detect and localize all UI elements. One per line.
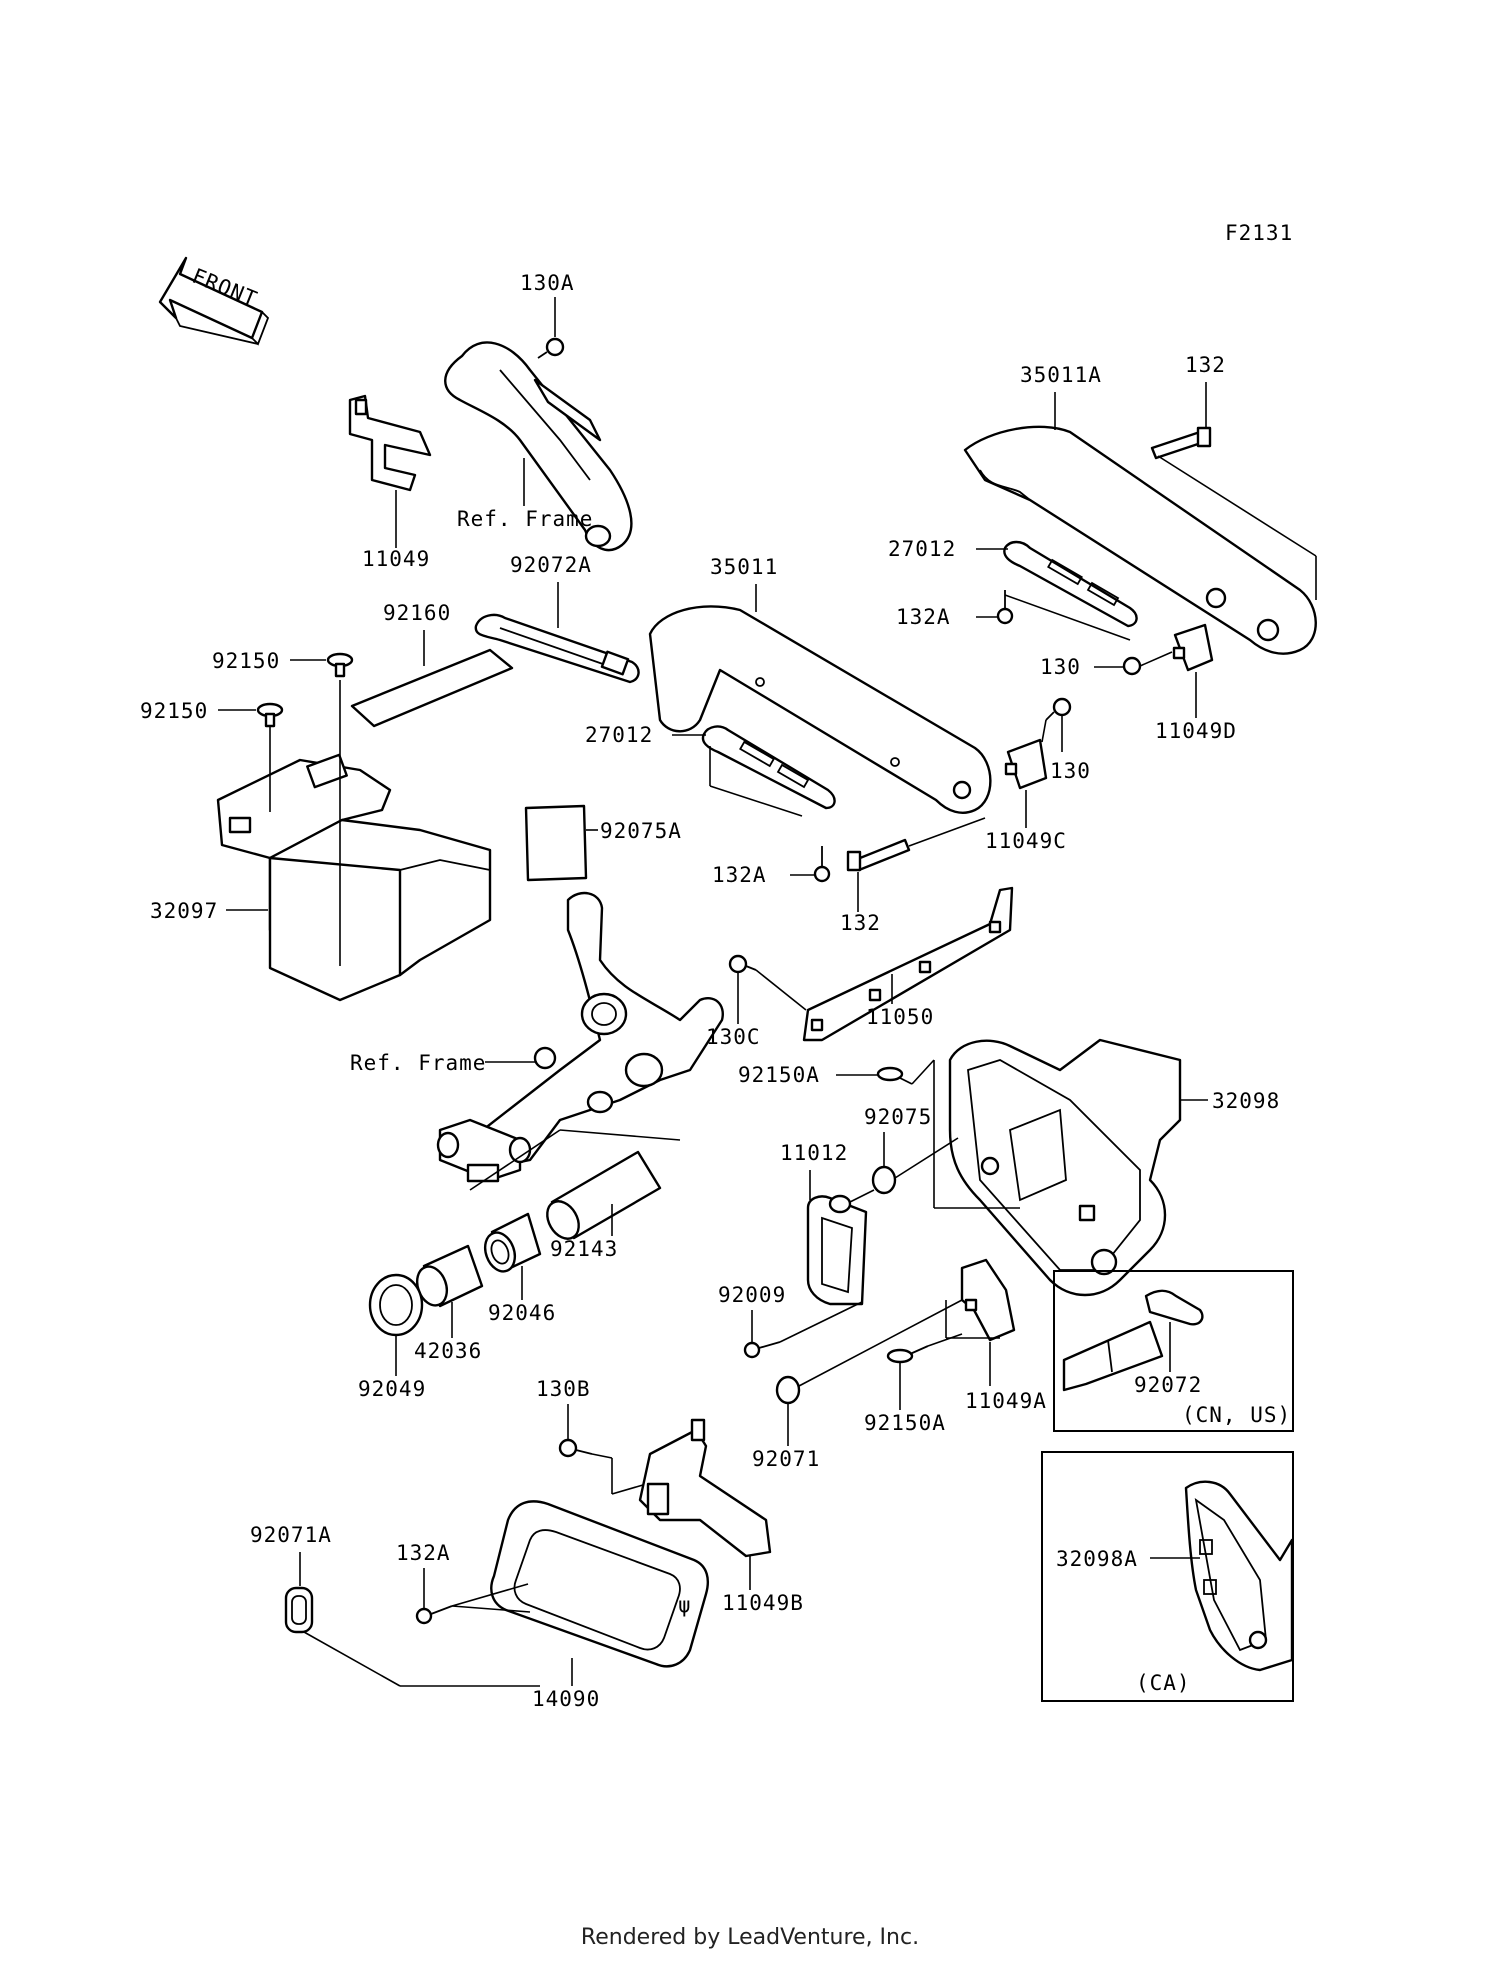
part-label: 92160 xyxy=(383,601,451,625)
bolt-92150A-bottom xyxy=(886,1345,929,1364)
box-32097 xyxy=(216,753,492,1002)
bolt-130A xyxy=(537,337,565,359)
part-label: 11049B xyxy=(722,1591,804,1615)
figure-code: F2131 xyxy=(1225,221,1293,245)
guide-27012-mid xyxy=(701,725,836,810)
bolt-92150-lower xyxy=(256,702,284,728)
part-label: 130A xyxy=(520,271,575,295)
part-label: 92071 xyxy=(752,1447,820,1471)
pad-92160 xyxy=(350,648,514,728)
tube-92143 xyxy=(546,1150,662,1240)
part-label: 11050 xyxy=(866,1005,934,1029)
front-arrow-icon: FRONT xyxy=(158,256,270,346)
part-label: 32098A xyxy=(1056,1547,1138,1571)
bolt-130-right xyxy=(1122,656,1142,676)
part-label: 132A xyxy=(712,863,767,887)
reflector-92071A xyxy=(284,1586,314,1634)
screw-92009 xyxy=(743,1341,781,1359)
part-label: 92009 xyxy=(718,1283,786,1307)
grommet-92075 xyxy=(871,1165,897,1195)
part-label: 132A xyxy=(896,605,951,629)
frame-tube-top xyxy=(444,341,633,552)
guide-27012-top xyxy=(1003,540,1138,628)
frame-casting xyxy=(436,891,724,1183)
cover-32098 xyxy=(948,1038,1182,1297)
part-label: 130 xyxy=(1050,759,1091,783)
bolt-130C xyxy=(728,954,757,974)
part-label: 130C xyxy=(706,1025,761,1049)
part-label: 92143 xyxy=(550,1237,618,1261)
bolt-132A-bottom xyxy=(415,1605,453,1625)
part-label: 11049 xyxy=(362,547,430,571)
variant-note-ca: (CA) xyxy=(1136,1671,1191,1695)
bolt-132-mid xyxy=(846,838,911,872)
cover-32098A xyxy=(1184,1480,1294,1672)
part-label: 92046 xyxy=(488,1301,556,1325)
part-label: 92075A xyxy=(600,819,682,843)
bracket-11049B xyxy=(638,1418,772,1558)
part-label: 132A xyxy=(396,1541,451,1565)
variant-note-cn-us: (CN, US) xyxy=(1182,1403,1291,1427)
part-label: 11012 xyxy=(780,1141,848,1165)
housing-14090: ψ xyxy=(490,1500,709,1668)
bracket-11049D xyxy=(1172,623,1214,672)
seal-92049 xyxy=(368,1273,424,1337)
part-label: 92150 xyxy=(140,699,208,723)
bolt-132A-top xyxy=(996,590,1014,625)
bolt-130B xyxy=(558,1438,593,1458)
part-label: 35011 xyxy=(710,555,778,579)
bolt-132-top xyxy=(1150,426,1212,460)
part-label: 132 xyxy=(1185,353,1226,377)
strap-92072 xyxy=(1062,1289,1204,1392)
plug-92071 xyxy=(775,1375,801,1405)
part-label: Ref. Frame xyxy=(350,1051,486,1075)
part-label: 92150A xyxy=(864,1411,946,1435)
part-label: 92071A xyxy=(250,1523,332,1547)
part-label: 92072A xyxy=(510,553,592,577)
part-label: 11049D xyxy=(1155,719,1237,743)
part-label: 132 xyxy=(840,911,881,935)
part-label: 11049C xyxy=(985,829,1067,853)
variant-box-cn-us xyxy=(1053,1270,1294,1432)
part-label: 42036 xyxy=(414,1339,482,1363)
sheet-92075A xyxy=(524,804,588,882)
bolt-130-mid xyxy=(1045,697,1072,721)
bolt-132A-mid xyxy=(813,846,831,883)
footer-credit: Rendered by LeadVenture, Inc. xyxy=(580,1925,920,1950)
reflector-mark-icon: ψ xyxy=(678,1593,692,1617)
bolt-92150-upper xyxy=(326,652,354,678)
part-label: 92049 xyxy=(358,1377,426,1401)
bracket-11049A xyxy=(960,1258,1016,1342)
bracket-11049 xyxy=(348,394,432,492)
cover-35011A xyxy=(963,425,1317,655)
strap-92072A xyxy=(474,613,640,684)
part-label: 27012 xyxy=(888,537,956,561)
part-label: 130B xyxy=(536,1377,591,1401)
bearing-92046 xyxy=(483,1212,542,1273)
part-label: 92150A xyxy=(738,1063,820,1087)
strap-11050 xyxy=(802,886,1014,1042)
part-label: Ref. Frame xyxy=(457,507,593,531)
part-label: 35011A xyxy=(1020,363,1102,387)
part-label: 92072 xyxy=(1134,1373,1202,1397)
part-label: 14090 xyxy=(532,1687,600,1711)
part-label: 32098 xyxy=(1212,1089,1280,1113)
part-label: 130 xyxy=(1040,655,1081,679)
cap-11012 xyxy=(806,1194,868,1306)
part-label: 32097 xyxy=(150,899,218,923)
part-label: 92150 xyxy=(212,649,280,673)
cover-35011 xyxy=(648,605,992,814)
part-label: 92075 xyxy=(864,1105,932,1129)
bolt-92150A-top xyxy=(876,1066,913,1085)
part-label: 27012 xyxy=(585,723,653,747)
part-label: 11049A xyxy=(965,1389,1047,1413)
bracket-11049C xyxy=(1004,738,1048,790)
